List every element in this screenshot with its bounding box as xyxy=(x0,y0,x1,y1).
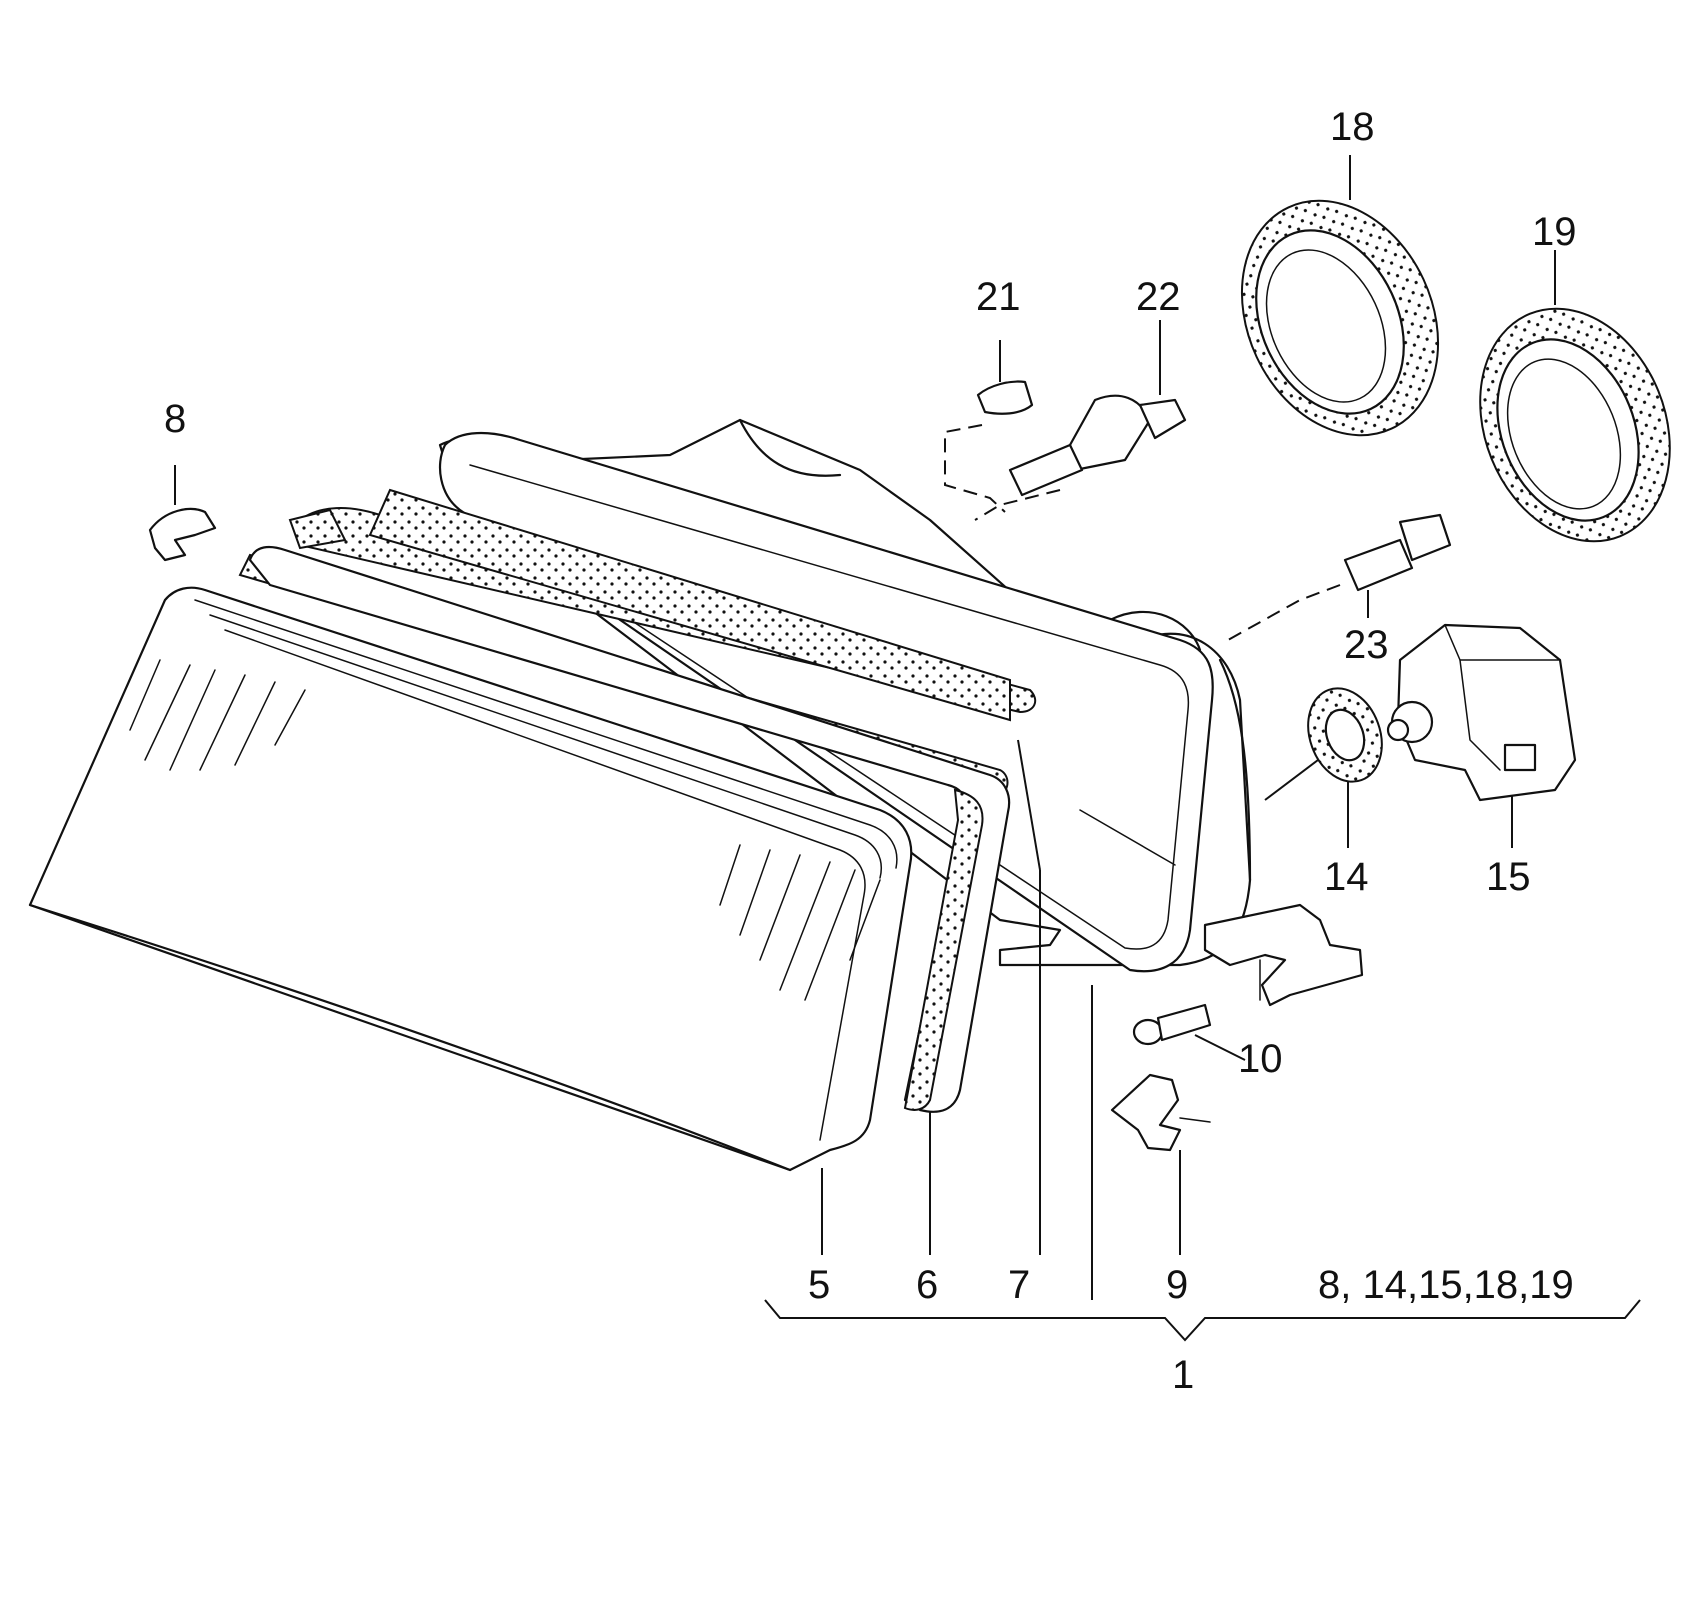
callout-14: 14 xyxy=(1324,855,1369,899)
callout-19: 19 xyxy=(1532,210,1577,254)
diffuser-lens xyxy=(28,586,913,1172)
callout-7: 7 xyxy=(1008,1263,1030,1307)
callout-6: 6 xyxy=(916,1263,938,1307)
bulb-part-23 xyxy=(1227,513,1452,641)
spring-clip-part-9 xyxy=(1110,1073,1211,1255)
callout-labels: 18 19 21 22 8 23 14 15 10 5 6 7 9 8, 14,… xyxy=(164,105,1577,1397)
lens-hatching xyxy=(129,659,881,1001)
bulb-part-22 xyxy=(974,320,1187,521)
cover-cap-part-18 xyxy=(1240,155,1440,437)
assembly-brace xyxy=(764,1299,1641,1342)
gasket-part-14 xyxy=(1264,687,1383,848)
callout-18: 18 xyxy=(1330,105,1375,149)
callout-5: 5 xyxy=(808,1263,830,1307)
callout-21: 21 xyxy=(976,275,1021,319)
callout-22: 22 xyxy=(1136,275,1181,319)
callout-1: 1 xyxy=(1172,1353,1194,1397)
callout-group: 8, 14,15,18,19 xyxy=(1318,1263,1574,1307)
callout-15: 15 xyxy=(1486,855,1531,899)
callout-9: 9 xyxy=(1166,1263,1188,1307)
callout-8: 8 xyxy=(164,397,186,441)
actuator-part-15 xyxy=(1386,623,1577,848)
seal-gasket xyxy=(248,545,1011,1113)
bulb-part-21 xyxy=(944,340,1034,513)
clip-part-8 xyxy=(148,465,217,562)
callout-23: 23 xyxy=(1344,623,1389,667)
callout-10: 10 xyxy=(1238,1037,1283,1081)
leader-lines xyxy=(821,739,1093,1300)
screw-part-10 xyxy=(1132,1003,1246,1061)
cover-cap-part-19 xyxy=(1479,250,1671,543)
mounting-bracket xyxy=(1203,903,1364,1007)
